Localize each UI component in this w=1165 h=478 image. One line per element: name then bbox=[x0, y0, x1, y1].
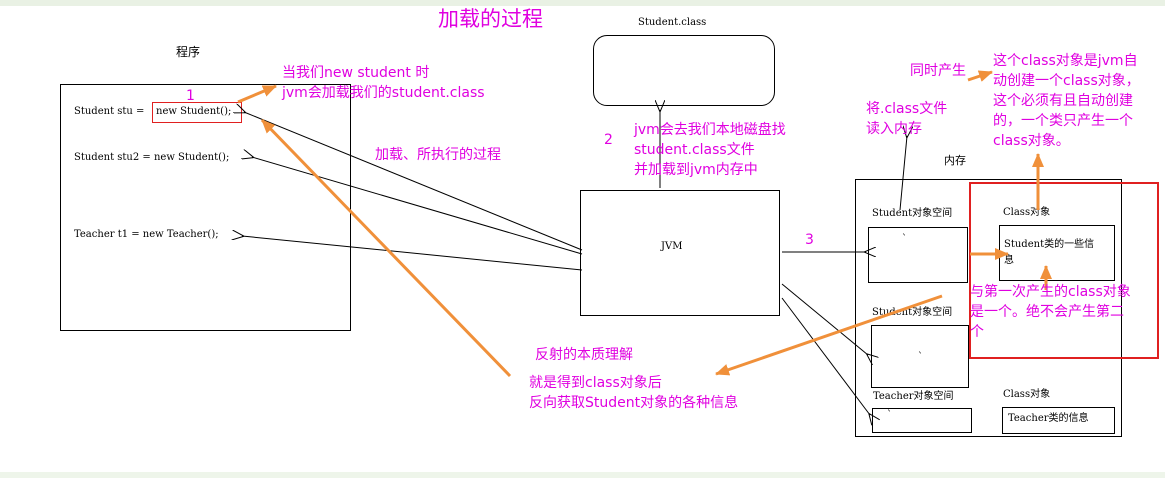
class-file-label: Student.class bbox=[638, 17, 707, 28]
jvm-label: JVM bbox=[661, 241, 683, 252]
step1-text-line-1: 当我们new student 时 bbox=[282, 65, 430, 81]
reflection-text-line-2: 反向获取Student对象的各种信息 bbox=[529, 395, 739, 411]
class-file-box bbox=[593, 35, 775, 106]
step1-text-line-2: jvm会加载我们的student.class bbox=[282, 85, 485, 101]
space-to-read-note-arrow bbox=[899, 136, 907, 211]
class-info-orange-arrow bbox=[715, 294, 943, 376]
same-object-note-line-3: 个 bbox=[970, 324, 984, 340]
code-line-1-new: new Student(); bbox=[156, 106, 232, 117]
class-object-note-line-2: 动创建一个class对象， bbox=[993, 73, 1140, 89]
step2-text-line-1: jvm会去我们本地磁盘找 bbox=[634, 122, 786, 138]
space-mark-3: ` bbox=[887, 410, 892, 421]
bottom-border bbox=[0, 472, 1165, 478]
step2-text-line-2: student.class文件 bbox=[634, 142, 755, 158]
jvm-to-line1-arrow bbox=[244, 112, 583, 251]
memory-label: 内存 bbox=[944, 154, 966, 167]
class-object-note-line-3: 这个必须有且自动创建 bbox=[993, 93, 1133, 109]
same-object-note-line-2: 是一个。绝不会产生第二 bbox=[970, 304, 1124, 320]
student-space-label-1: Student对象空间 bbox=[872, 208, 953, 219]
same-object-note-line-1: 与第一次产生的class对象 bbox=[970, 284, 1131, 300]
teacher-class-info: Teacher类的信息 bbox=[1008, 413, 1089, 424]
code-line-3: Teacher t1 = new Teacher(); bbox=[74, 229, 219, 240]
read-into-memory-line-1: 将.class文件 bbox=[866, 101, 948, 117]
code-line-1-prefix: Student stu = bbox=[74, 106, 145, 117]
class-object-label-2: Class对象 bbox=[1003, 389, 1051, 400]
reflection-orange-arrow bbox=[260, 118, 512, 378]
step2-text-line-3: 并加载到jvm内存中 bbox=[634, 162, 758, 178]
program-box bbox=[60, 84, 351, 331]
student-space-label-2: Student对象空间 bbox=[872, 307, 953, 318]
diagram-title: 加载的过程 bbox=[438, 7, 543, 31]
class-object-label-1: Class对象 bbox=[1003, 207, 1051, 218]
class-object-note-line-1: 这个class对象是jvm自 bbox=[993, 53, 1138, 69]
teacher-space-label: Teacher对象空间 bbox=[873, 391, 954, 402]
jvm-to-line2-arrow bbox=[252, 157, 583, 255]
jvm-to-line3-arrow bbox=[242, 236, 583, 271]
read-into-memory-line-2: 读入内存 bbox=[866, 121, 922, 137]
student-space-box-1 bbox=[868, 227, 968, 283]
simultaneous-text: 同时产生 bbox=[910, 63, 966, 79]
step1-orange-arrow bbox=[237, 84, 277, 104]
program-label: 程序 bbox=[176, 45, 201, 59]
jvm-to-teacher-space-arrow bbox=[781, 297, 870, 415]
student-class-info-line-1: Student类的一些信 bbox=[1004, 239, 1095, 250]
student-class-info-line-2: 息 bbox=[1004, 255, 1014, 266]
class-object-note-line-5: class对象。 bbox=[993, 133, 1070, 149]
code-line-2: Student stu2 = new Student(); bbox=[74, 152, 230, 163]
space-mark-1: ` bbox=[902, 234, 907, 245]
step2-number: 2 bbox=[604, 132, 613, 148]
reflection-text-line-1: 就是得到class对象后 bbox=[529, 375, 662, 391]
top-border bbox=[0, 0, 1165, 6]
class-object-note-line-4: 的，一个类只产生一个 bbox=[993, 113, 1133, 129]
jvm-to-student-space-2-arrow bbox=[781, 283, 868, 355]
step3-number: 3 bbox=[805, 232, 814, 248]
space-mark-2: ` bbox=[918, 352, 923, 363]
teacher-class-info-box bbox=[1002, 407, 1115, 434]
simultaneous-orange-arrow bbox=[967, 70, 993, 82]
jvm-box bbox=[580, 190, 780, 316]
class-object-highlight bbox=[969, 182, 1159, 359]
step1-number: 1 bbox=[186, 88, 195, 104]
teacher-space-box bbox=[872, 408, 972, 433]
student-class-info-box bbox=[999, 225, 1115, 281]
load-process-text: 加载、所执行的过程 bbox=[375, 147, 501, 163]
reflection-title: 反射的本质理解 bbox=[535, 347, 633, 363]
memory-box bbox=[855, 179, 1122, 437]
